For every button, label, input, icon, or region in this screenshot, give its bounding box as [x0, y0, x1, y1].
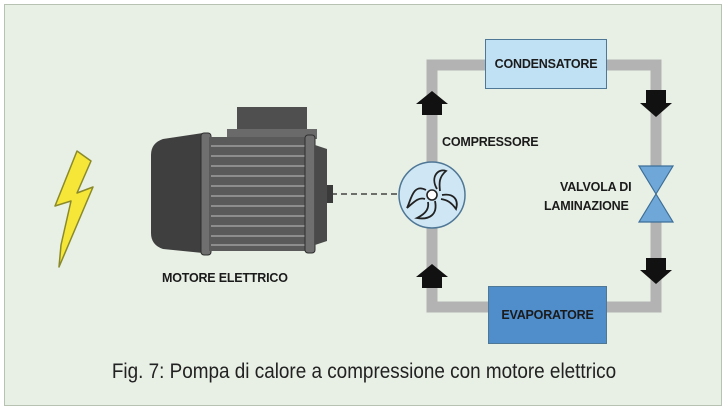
- expansion-valve-icon: [637, 165, 675, 223]
- evaporator-label: EVAPORATORE: [501, 308, 594, 322]
- lightning-icon: [54, 150, 94, 268]
- compressor-fan-icon: [398, 161, 466, 229]
- valve-label-line1: VALVOLA DI: [560, 180, 632, 194]
- heat-pump-diagram: [54, 59, 675, 313]
- flow-arrow-icon: [416, 264, 448, 288]
- electric-motor-icon: [151, 107, 333, 256]
- valve-label-line2: LAMINAZIONE: [544, 199, 629, 213]
- figure-frame: CONDENSATORE EVAPORATORE COMPRESSORE VAL…: [4, 4, 722, 406]
- condenser-label: CONDENSATORE: [494, 57, 598, 71]
- evaporator-box: EVAPORATORE: [488, 286, 607, 344]
- figure-caption: Fig. 7: Pompa di calore a compressione c…: [111, 360, 617, 383]
- flow-arrows: [416, 90, 672, 288]
- flow-arrow-icon: [416, 91, 448, 115]
- motor-label: MOTORE ELETTRICO: [162, 271, 288, 285]
- flow-arrow-icon: [640, 90, 672, 117]
- condenser-box: CONDENSATORE: [485, 39, 607, 89]
- flow-arrow-icon: [640, 258, 672, 284]
- compressor-label: COMPRESSORE: [442, 135, 539, 149]
